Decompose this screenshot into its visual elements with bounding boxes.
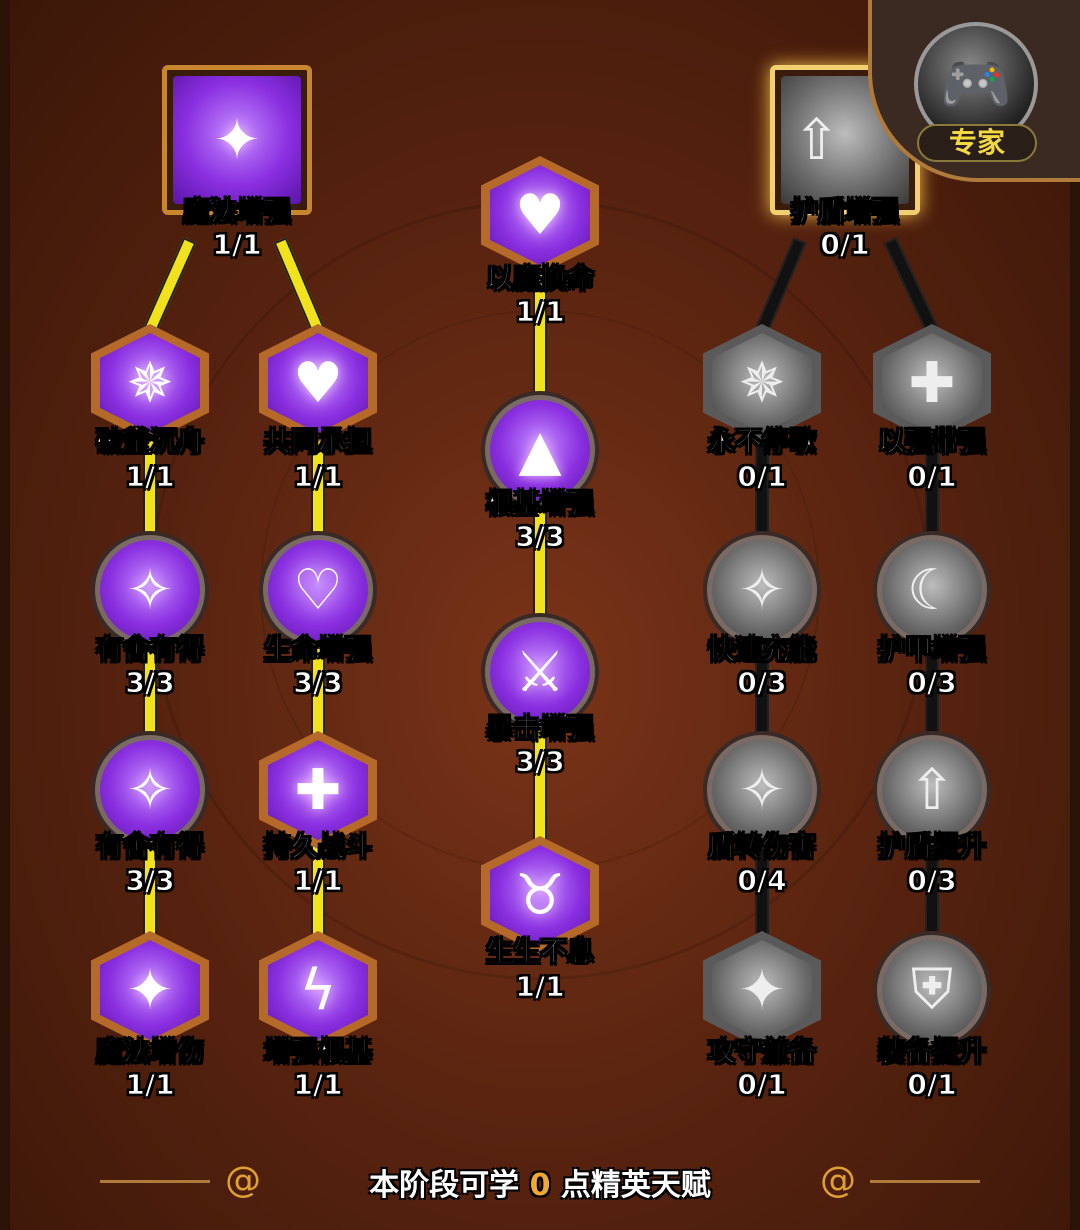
compass-star-icon: ✧ xyxy=(712,740,812,840)
claw-icon: ☾ xyxy=(882,540,982,640)
heart-plus-icon: ♡ xyxy=(268,540,368,640)
talent-name: 破釜沉舟 xyxy=(96,427,205,459)
talent-name: 以魔换命 xyxy=(486,264,595,296)
compass-star-icon: ✧ xyxy=(100,540,200,640)
talent-name: 生命增强 xyxy=(264,635,373,667)
talent-name: 根基增强 xyxy=(486,489,595,521)
talent-name: 魔法增伤 xyxy=(96,1037,205,1069)
talent-name: 快速充能 xyxy=(708,635,817,667)
talent-level: 0/1 xyxy=(907,460,957,494)
swirl-ornament-icon: @ xyxy=(225,1160,261,1201)
talent-name: 护盾增强 xyxy=(791,197,900,229)
crystal-up-icon: ▲ xyxy=(490,400,590,500)
talent-level: 1/1 xyxy=(515,295,565,329)
talent-name: 共同承担 xyxy=(264,427,373,459)
talent-level: 0/4 xyxy=(737,864,787,898)
available-points-text: 本阶段可学 0 点精英天赋 xyxy=(0,1160,1080,1204)
swirl-ornament-icon: @ xyxy=(820,1160,856,1201)
talent-node[interactable]: ♥ xyxy=(480,155,600,275)
talent-name: 盾转伤害 xyxy=(708,832,817,864)
left-frame xyxy=(0,0,10,1230)
talent-node[interactable]: ♥ xyxy=(258,323,378,443)
talent-name: 生生不息 xyxy=(486,937,595,969)
footer-divider-right xyxy=(870,1180,980,1183)
talent-name: 增强根基 xyxy=(264,1037,373,1069)
shield-star-icon: ✵ xyxy=(100,333,200,433)
points-prefix: 本阶段可学 xyxy=(369,1168,520,1203)
talent-node[interactable]: ✦ xyxy=(702,930,822,1050)
talent-node[interactable]: ⚔ xyxy=(480,612,600,732)
difficulty-badge[interactable]: 🎮 专家 xyxy=(868,0,1080,182)
sword-icon: ⚔ xyxy=(490,622,590,722)
right-frame xyxy=(1070,0,1080,1230)
talent-level: 1/1 xyxy=(125,460,175,494)
talent-node[interactable]: ✦ xyxy=(90,930,210,1050)
talent-level: 3/3 xyxy=(125,666,175,700)
talent-name: 护甲增强 xyxy=(878,635,987,667)
talent-name: 有舍有得 xyxy=(96,832,205,864)
shield-up-icon: ⇧ xyxy=(882,740,982,840)
talent-node[interactable]: ♉ xyxy=(480,835,600,955)
star-up-icon: ✦ xyxy=(712,940,812,1040)
star-icon: ✦ xyxy=(173,76,301,204)
talent-level: 1/1 xyxy=(125,1068,175,1102)
heart-arrows-icon: ♥ xyxy=(490,165,590,265)
talent-level: 1/1 xyxy=(293,460,343,494)
talent-level: 3/3 xyxy=(515,520,565,554)
talent-node[interactable]: ☾ xyxy=(872,530,992,650)
talent-node[interactable]: ▲ xyxy=(480,390,600,510)
helmet-icon: ⛨ xyxy=(882,940,982,1040)
talent-level: 0/3 xyxy=(907,666,957,700)
star-heart-icon: ✚ xyxy=(268,740,368,840)
talent-name: 魔法增强 xyxy=(183,197,292,229)
compass-star-icon: ✧ xyxy=(100,740,200,840)
talent-node[interactable]: ✧ xyxy=(702,730,822,850)
talent-level: 1/1 xyxy=(212,228,262,262)
footer-divider-left xyxy=(100,1180,210,1183)
talent-node-top[interactable]: ✦ xyxy=(162,65,312,215)
star-up-icon: ✦ xyxy=(100,940,200,1040)
talent-level: 1/1 xyxy=(293,1068,343,1102)
demon-icon: ♉ xyxy=(490,845,590,945)
talent-node[interactable]: ✧ xyxy=(702,530,822,650)
talent-node[interactable]: ✚ xyxy=(872,323,992,443)
talent-node[interactable]: ✵ xyxy=(702,323,822,443)
talent-name: 持久战斗 xyxy=(264,832,373,864)
talent-level: 0/1 xyxy=(907,1068,957,1102)
points-suffix: 点精英天赋 xyxy=(560,1168,711,1203)
talent-node[interactable]: ⛨ xyxy=(872,930,992,1050)
talent-level: 0/1 xyxy=(737,1068,787,1102)
available-points: 0 xyxy=(529,1168,551,1203)
lightning-icon: ϟ xyxy=(268,940,368,1040)
talent-name: 有舍有得 xyxy=(96,635,205,667)
talent-level: 1/1 xyxy=(293,864,343,898)
talent-name: 永不停歇 xyxy=(708,427,817,459)
talent-node[interactable]: ϟ xyxy=(258,930,378,1050)
difficulty-label: 专家 xyxy=(917,124,1037,162)
talent-node[interactable]: ⇧ xyxy=(872,730,992,850)
talent-name: 攻守兼备 xyxy=(708,1037,817,1069)
talent-level: 0/1 xyxy=(737,460,787,494)
talent-level: 0/3 xyxy=(907,864,957,898)
talent-name: 暴击增强 xyxy=(486,714,595,746)
talent-name: 装备提升 xyxy=(878,1037,987,1069)
talent-level: 3/3 xyxy=(125,864,175,898)
talent-node[interactable]: ♡ xyxy=(258,530,378,650)
talent-name: 护盾提升 xyxy=(878,832,987,864)
talent-level: 0/3 xyxy=(737,666,787,700)
shield-up-icon: ⇧ xyxy=(781,76,909,204)
talent-node[interactable]: ✧ xyxy=(90,530,210,650)
shield-plus-icon: ✚ xyxy=(882,333,982,433)
talent-level: 1/1 xyxy=(515,970,565,1004)
talent-level: 3/3 xyxy=(293,666,343,700)
talent-level: 3/3 xyxy=(515,745,565,779)
talent-node[interactable]: ✵ xyxy=(90,323,210,443)
talent-level: 0/1 xyxy=(820,228,870,262)
compass-star-icon: ✧ xyxy=(712,540,812,640)
shield-star-icon: ✵ xyxy=(712,333,812,433)
heart-icon: ♥ xyxy=(268,333,368,433)
talent-node[interactable]: ✧ xyxy=(90,730,210,850)
talent-name: 以强带强 xyxy=(878,427,987,459)
talent-node[interactable]: ✚ xyxy=(258,730,378,850)
